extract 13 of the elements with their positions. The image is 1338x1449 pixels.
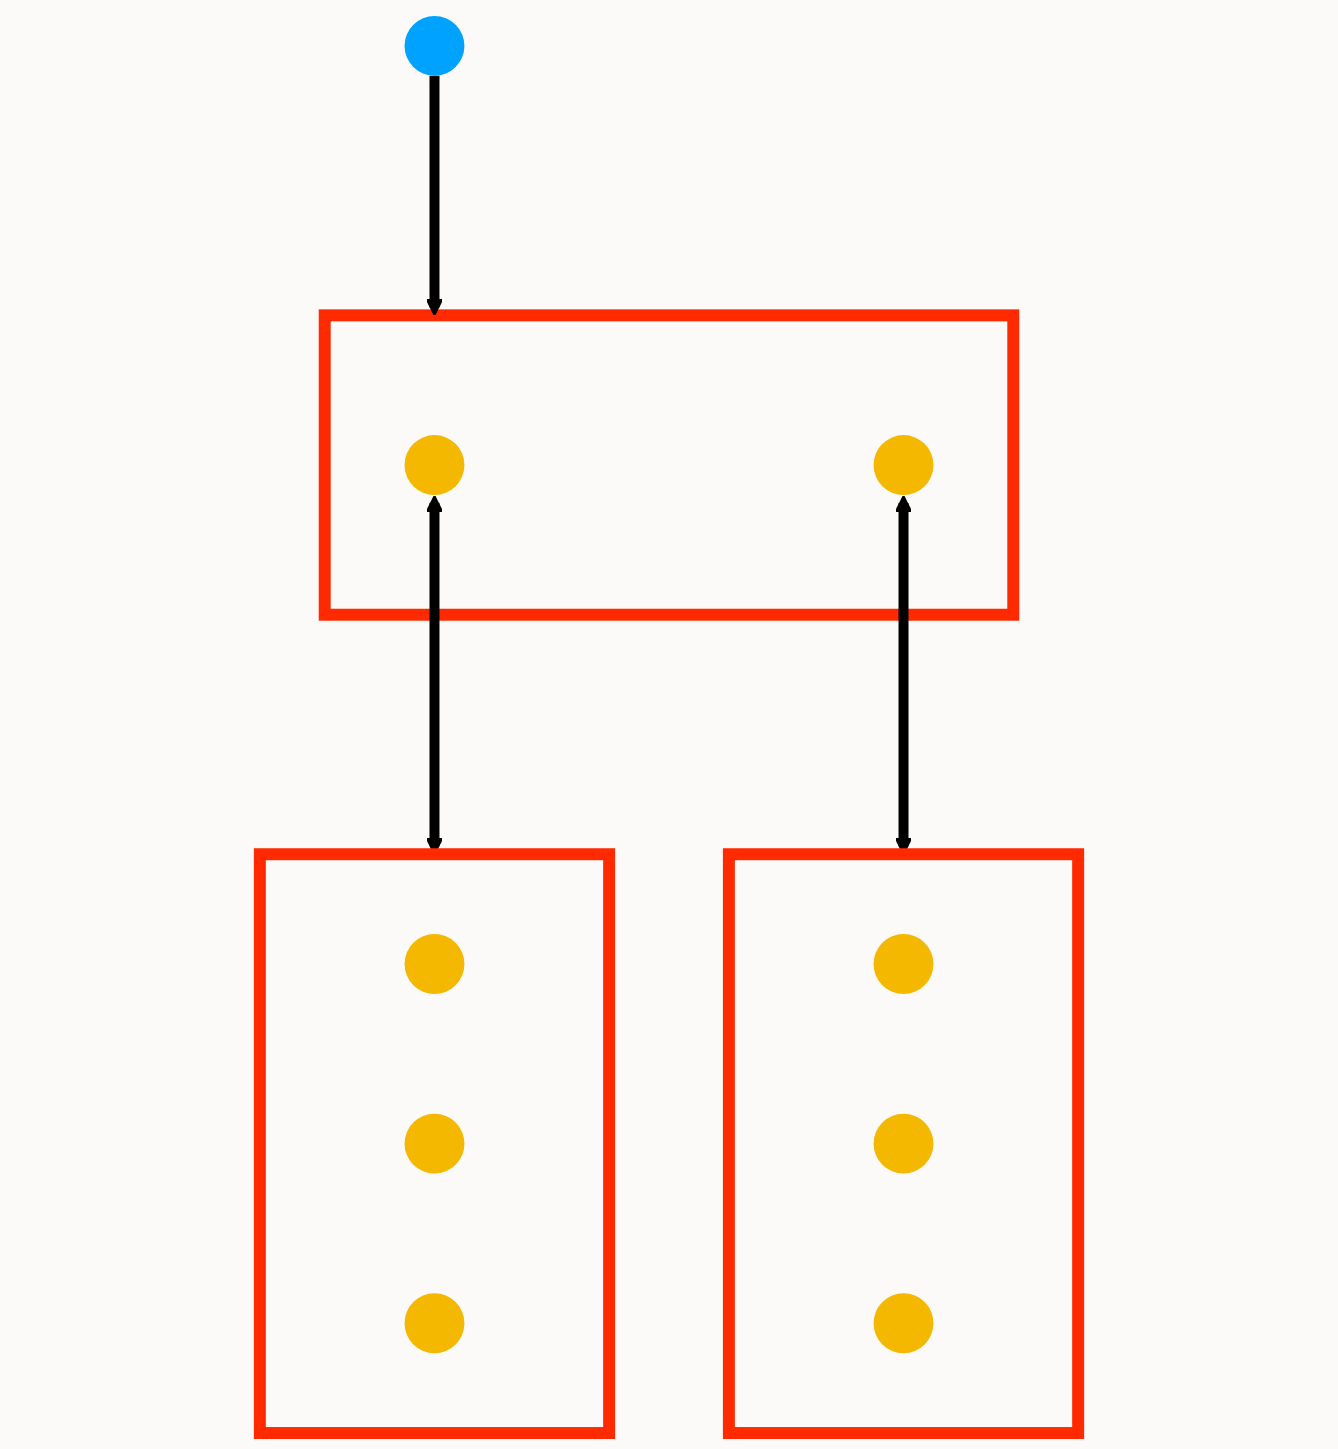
node-circle <box>404 934 465 994</box>
node-circle <box>873 934 934 994</box>
node-circle <box>873 1293 934 1354</box>
node-circle <box>404 435 465 495</box>
arrow <box>425 75 444 317</box>
node-circle <box>873 1113 934 1174</box>
node-circle <box>404 1293 465 1354</box>
cluster <box>722 848 1085 1439</box>
cluster <box>253 848 616 1439</box>
cluster <box>318 309 1020 621</box>
node-circle <box>873 435 934 495</box>
node-circle <box>404 1113 465 1174</box>
node-circle <box>404 15 465 76</box>
